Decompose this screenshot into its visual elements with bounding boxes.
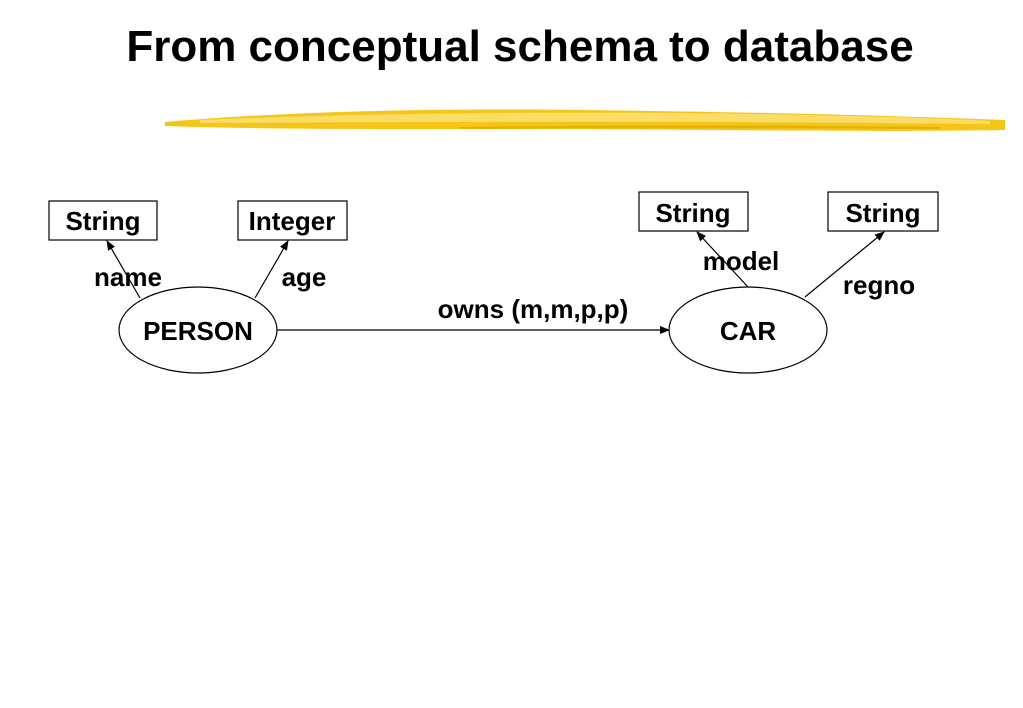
type-box-car-model-label: String <box>655 198 730 228</box>
type-box-car-model-shape <box>638 191 749 232</box>
entity-car-label: CAR <box>720 316 777 346</box>
slide-title: From conceptual schema to database <box>126 22 914 71</box>
entity-person: PERSON <box>118 286 278 374</box>
entity-person-label: PERSON <box>143 316 253 346</box>
attribute-arrow-model <box>696 231 749 288</box>
attribute-label-regno: regno <box>843 270 915 300</box>
type-box-person-name-shape <box>48 200 158 241</box>
type-box-car-regno-label: String <box>845 198 920 228</box>
title-underline-brushstroke <box>165 109 1005 131</box>
brushstroke-light <box>200 112 990 124</box>
attribute-arrow-name <box>106 240 141 299</box>
type-box-person-age-shape <box>237 200 348 241</box>
type-box-person-name: String <box>48 200 158 241</box>
type-box-person-age: Integer <box>237 200 348 241</box>
type-box-car-regno: String <box>827 191 939 232</box>
entity-car: CAR <box>668 286 828 374</box>
attribute-label-model: model <box>703 246 780 276</box>
relationship-label-owns: owns (m,m,p,p) <box>438 294 629 324</box>
attribute-arrow-regno <box>804 231 885 298</box>
attribute-label-age: age <box>282 262 327 292</box>
type-box-car-model: String <box>638 191 749 232</box>
type-box-person-age-label: Integer <box>249 206 336 236</box>
type-box-person-name-label: String <box>65 206 140 236</box>
type-box-car-regno-shape <box>827 191 939 232</box>
brushstroke-dark <box>460 125 940 129</box>
attribute-label-name: name <box>94 262 162 292</box>
attribute-arrow-age <box>254 240 289 299</box>
